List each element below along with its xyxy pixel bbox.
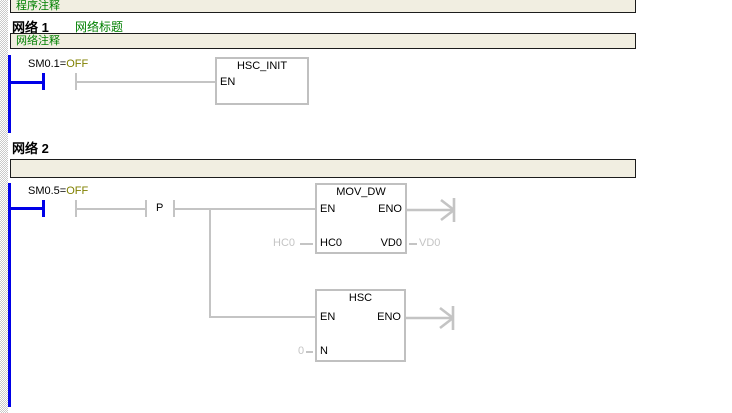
mov-dw-eno-pin: ENO (378, 203, 402, 215)
hsc-init-box[interactable]: HSC_INIT EN (215, 57, 309, 105)
network1-comment-text: 网络注释 (16, 35, 60, 47)
wire-to-hsc-init (77, 81, 215, 83)
edge-contact-p-left-leg[interactable] (145, 200, 147, 217)
hsc-box-title: HSC (348, 292, 373, 304)
hsc-eno-pin: ENO (377, 311, 401, 323)
mov-dw-box-title: MOV_DW (336, 186, 386, 198)
hsc-init-en-pin: EN (220, 76, 236, 88)
mov-dw-out-operand-value: VD0 (419, 237, 441, 249)
wire-powered-n1 (8, 81, 45, 84)
network1-label: 网络 1 (12, 20, 49, 35)
contact-sm0-5-left-leg[interactable] (42, 200, 45, 217)
branch-wire-vertical (209, 208, 211, 318)
contact-sm0-5-right-leg[interactable] (75, 200, 77, 217)
mov-dw-in-operand-value: HC0 (273, 237, 296, 249)
power-rail-network2 (8, 183, 11, 407)
wire-powered-n2 (8, 207, 45, 210)
program-comment-text: 程序注释 (16, 0, 60, 12)
wire-to-p-contact (77, 208, 145, 210)
contact-sm0-1-left-leg[interactable] (42, 73, 45, 90)
operand-status-value: OFF (66, 185, 89, 197)
mov-dw-box[interactable]: MOV_DW EN ENO HC0 VD0 (315, 183, 407, 254)
mov-dw-out-pin[interactable]: VD0 (380, 237, 402, 249)
power-rail-network1 (8, 55, 11, 133)
operand-status-value: OFF (66, 58, 89, 70)
mov-dw-eno-open-arrow-icon (407, 197, 463, 223)
operand-address: SM0.5= (28, 185, 67, 197)
program-comment-bar[interactable]: 程序注释 (10, 0, 636, 13)
network2-label: 网络 2 (12, 141, 49, 156)
mov-dw-en-pin: EN (320, 203, 336, 215)
hsc-n-pin[interactable]: N (320, 345, 328, 357)
hsc-n-operand-dash (306, 351, 313, 353)
mov-dw-in-pin[interactable]: HC0 (320, 237, 343, 249)
operand-address: SM0.1= (28, 58, 67, 70)
branch-wire-to-hsc (209, 316, 315, 318)
edge-contact-p-label[interactable]: P (156, 202, 164, 214)
hsc-box[interactable]: HSC EN ENO N (315, 289, 406, 362)
network1-comment-bar[interactable]: 网络注释 (10, 33, 636, 49)
hsc-n-operand-value: 0 (298, 345, 305, 357)
contact-sm0-1-right-leg[interactable] (75, 73, 77, 90)
mov-dw-out-operand-dash (409, 243, 417, 245)
contact-operand-sm0-1[interactable]: SM0.1=OFF (28, 58, 88, 70)
hsc-init-box-title: HSC_INIT (236, 60, 288, 72)
hsc-en-pin: EN (320, 311, 336, 323)
hsc-eno-open-arrow-icon (406, 305, 462, 331)
editor-left-margin (0, 0, 8, 413)
network1-title[interactable]: 网络标题 (75, 20, 124, 34)
edge-contact-p-right-leg[interactable] (173, 200, 175, 217)
wire-to-mov-dw (175, 208, 315, 210)
contact-operand-sm0-5[interactable]: SM0.5=OFF (28, 185, 88, 197)
mov-dw-in-operand-dash (300, 243, 313, 245)
network2-comment-bar[interactable] (10, 159, 636, 178)
